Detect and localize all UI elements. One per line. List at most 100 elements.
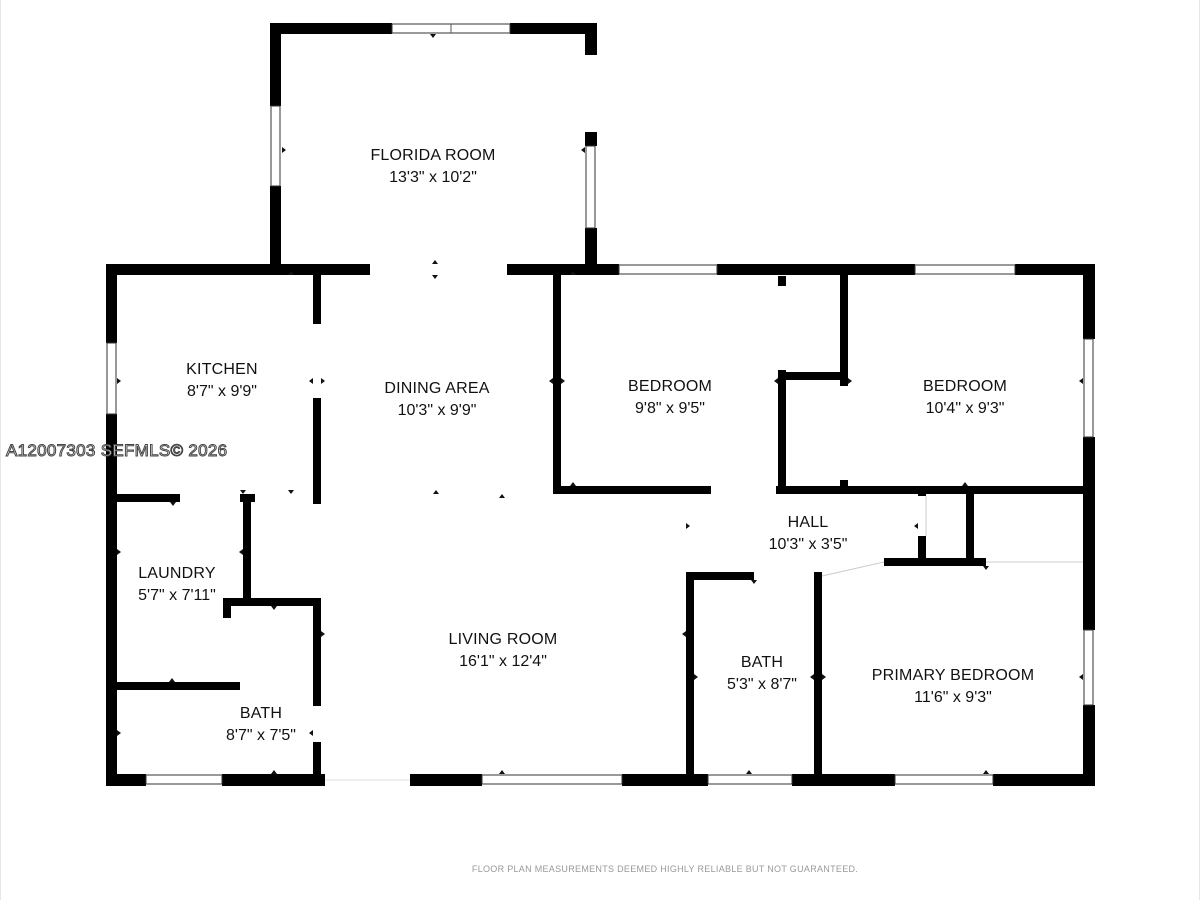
arrow-marker <box>271 606 277 610</box>
wall <box>585 132 597 146</box>
arrow-marker <box>117 549 121 555</box>
arrow-marker <box>321 631 325 637</box>
wall <box>313 398 321 504</box>
window <box>894 774 994 785</box>
room-name: HALL <box>788 514 829 531</box>
room-dimensions: 5'7" x 7'11" <box>138 587 216 604</box>
arrow-marker <box>962 482 968 486</box>
room-hall: HALL 10'3" x 3'5" <box>769 514 848 553</box>
wall <box>106 264 370 275</box>
wall <box>106 682 240 690</box>
window <box>1083 629 1094 706</box>
arrow-marker <box>309 378 313 384</box>
wall <box>223 598 321 606</box>
wall <box>1083 264 1095 339</box>
room-labels: FLORIDA ROOM 13'3" x 10'2" KITCHEN 8'7" … <box>138 147 1034 744</box>
arrow-marker <box>433 490 439 494</box>
room-dimensions: 10'3" x 3'5" <box>769 536 848 553</box>
wall <box>270 23 281 106</box>
window <box>585 145 596 229</box>
wall <box>686 572 754 580</box>
room-dimensions: 8'7" x 9'9" <box>187 383 257 400</box>
room-dimensions: 5'3" x 8'7" <box>727 676 797 693</box>
wall <box>106 264 117 343</box>
window <box>1083 338 1094 438</box>
arrow-marker <box>570 271 576 275</box>
arrow-marker <box>309 730 313 736</box>
room-dimensions: 10'3" x 9'9" <box>398 402 477 419</box>
arrow-marker <box>288 490 294 494</box>
window <box>707 774 793 785</box>
arrow-marker <box>170 502 176 506</box>
wall <box>313 264 321 324</box>
wall <box>222 774 325 786</box>
arrow-marker <box>169 678 175 682</box>
wall <box>313 742 321 786</box>
wall <box>918 486 926 496</box>
room-name: KITCHEN <box>186 361 258 378</box>
page-edge-left <box>0 0 1 900</box>
wall <box>270 186 281 270</box>
wall <box>918 536 926 566</box>
room-dimensions: 16'1" x 12'4" <box>459 653 547 670</box>
wall <box>313 598 321 706</box>
room-name: FLORIDA ROOM <box>370 147 495 164</box>
wall <box>840 264 848 386</box>
room-dimensions: 10'4" x 9'3" <box>926 400 1005 417</box>
wall <box>686 572 694 786</box>
wall <box>106 494 180 502</box>
room-name: BEDROOM <box>628 378 712 395</box>
room-bath-1: BATH 8'7" x 7'5" <box>226 705 296 744</box>
room-name: BEDROOM <box>923 378 1007 395</box>
room-laundry: LAUNDRY 5'7" x 7'11" <box>138 565 216 604</box>
arrow-marker <box>751 580 757 584</box>
room-bedroom-2: BEDROOM 10'4" x 9'3" <box>923 378 1007 417</box>
room-name: PRIMARY BEDROOM <box>872 667 1034 684</box>
arrow-marker <box>432 275 438 279</box>
window <box>270 105 281 187</box>
wall <box>717 264 915 275</box>
room-living-room: LIVING ROOM 16'1" x 12'4" <box>449 631 558 670</box>
arrow-marker <box>117 378 121 384</box>
wall <box>792 774 895 786</box>
arrow-marker <box>774 378 778 384</box>
arrow-marker <box>499 770 505 774</box>
arrow-marker <box>271 770 277 774</box>
window <box>145 774 223 785</box>
wall <box>622 774 708 786</box>
window <box>106 342 117 415</box>
door-openings <box>325 496 1083 781</box>
disclaimer-text: FLOOR PLAN MEASUREMENTS DEEMED HIGHLY RE… <box>471 864 859 874</box>
arrow-marker <box>694 674 698 680</box>
wall <box>585 23 597 55</box>
arrow-marker <box>282 147 286 153</box>
wall <box>840 480 848 494</box>
arrow-marker <box>240 490 246 494</box>
arrow-marker <box>499 494 505 498</box>
wall <box>223 598 231 618</box>
room-bedroom-1: BEDROOM 9'8" x 9'5" <box>628 378 712 417</box>
wall <box>778 276 786 286</box>
wall <box>106 414 117 786</box>
arrow-marker <box>686 523 690 529</box>
arrow-marker <box>746 770 752 774</box>
arrow-marker <box>1079 674 1083 680</box>
wall <box>778 372 848 380</box>
arrow-marker <box>848 378 852 384</box>
arrow-marker <box>430 34 436 38</box>
arrow-marker <box>914 523 918 529</box>
wall <box>553 264 561 494</box>
arrow-marker <box>570 482 576 486</box>
wall <box>410 774 482 786</box>
room-name: BATH <box>240 705 282 722</box>
wall <box>814 572 822 786</box>
wall <box>106 774 146 786</box>
arrow-marker <box>561 378 565 384</box>
arrow-marker <box>288 271 294 275</box>
room-dimensions: 8'7" x 7'5" <box>226 727 296 744</box>
walls <box>106 23 1095 786</box>
listing-watermark: A12007303 SEFMLS© 2026 <box>5 441 228 461</box>
windows <box>106 23 1094 785</box>
room-name: LIVING ROOM <box>449 631 558 648</box>
